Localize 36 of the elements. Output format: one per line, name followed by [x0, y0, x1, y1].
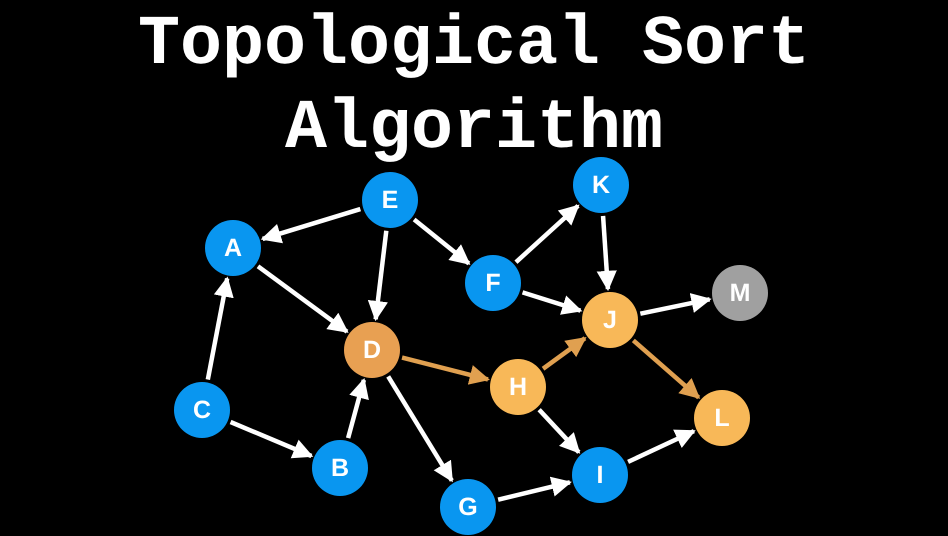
arrow	[386, 375, 454, 482]
node-label: I	[596, 460, 604, 490]
arrow	[256, 264, 349, 334]
arrow	[402, 355, 490, 385]
title: Topological Sort Algorithm	[136, 5, 812, 171]
node-label: H	[508, 372, 528, 402]
arrow	[346, 378, 369, 439]
node-label: E	[382, 186, 398, 214]
node-label: M	[730, 278, 750, 308]
arrow	[368, 230, 389, 322]
arrow	[230, 420, 314, 458]
graph-node	[465, 255, 521, 311]
arrow	[206, 276, 234, 380]
arrow	[260, 206, 361, 244]
node-label: D	[362, 336, 382, 364]
node-label: L	[714, 404, 730, 432]
arrow	[632, 338, 700, 400]
arrow	[542, 336, 587, 371]
node-label: A	[224, 234, 242, 262]
graph-node	[344, 322, 400, 378]
arrow	[627, 429, 696, 464]
arrow	[498, 476, 572, 502]
node-label: C	[192, 396, 212, 424]
node-label: G	[458, 492, 478, 522]
graph-node	[572, 447, 628, 503]
arrow	[537, 408, 581, 454]
arrow	[522, 290, 582, 315]
arrow	[596, 216, 617, 292]
node-label: B	[330, 454, 350, 482]
node-label: J	[603, 306, 617, 334]
node-label: F	[485, 268, 501, 298]
arrow	[514, 204, 580, 264]
arrow	[412, 218, 470, 266]
graph-node	[582, 292, 638, 348]
arrow	[640, 293, 712, 316]
node-label: K	[592, 170, 610, 200]
